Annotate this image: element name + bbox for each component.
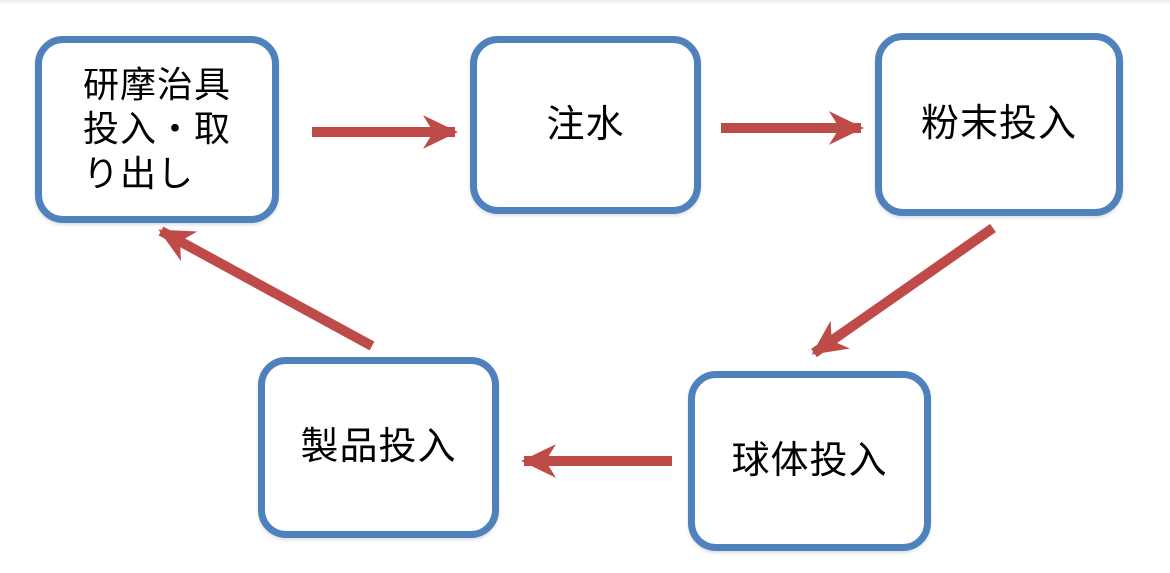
- arrow-product-to-jig: [158, 226, 375, 351]
- node-jig-io-label: 研摩治具 投入・取 り出し: [82, 63, 231, 194]
- node-sphere-input-label: 球体投入: [731, 439, 888, 482]
- slide-top-edge: [0, 0, 1170, 6]
- node-sphere-input: 球体投入: [688, 371, 931, 551]
- node-jig-io: 研摩治具 投入・取 り出し: [35, 36, 279, 223]
- arrow-powder-to-sphere: [811, 223, 996, 358]
- node-water-fill-label: 注水: [546, 103, 625, 146]
- node-product-input-label: 製品投入: [300, 426, 457, 469]
- node-powder-input: 粉末投入: [875, 33, 1123, 216]
- node-water-fill: 注水: [470, 36, 701, 214]
- node-product-input: 製品投入: [258, 357, 499, 538]
- node-powder-input-label: 粉末投入: [920, 103, 1077, 146]
